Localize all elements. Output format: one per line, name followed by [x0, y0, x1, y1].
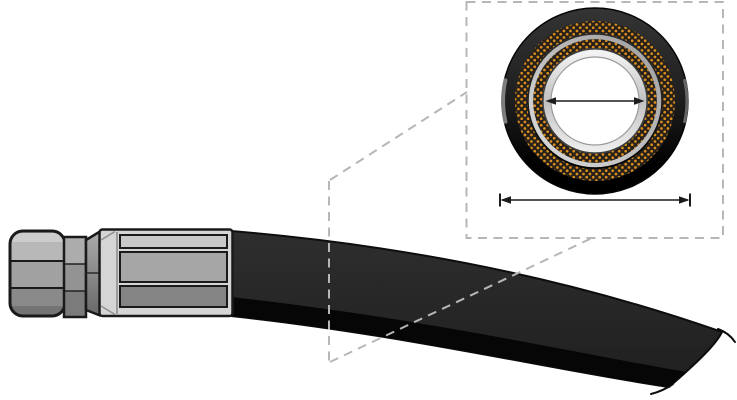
nut-facet-shadow: [10, 306, 65, 316]
hose: [230, 230, 736, 395]
ferrule-panel-top: [119, 234, 228, 249]
nut-facet-highlight: [10, 233, 65, 242]
ferrule-panel-middle: [119, 251, 228, 283]
nut-facet-middle: [10, 261, 65, 288]
collar-segment-middle: [64, 264, 86, 291]
hose-end-flare-bottom: [650, 383, 674, 395]
collar: [62, 235, 88, 319]
hose-body: [230, 230, 723, 388]
braid-ring-2: [533, 39, 657, 163]
callout-leader-top: [329, 91, 468, 181]
callout-leader-bottom: [329, 237, 593, 363]
collar-segment-bottom: [64, 291, 86, 317]
collar-segment-top: [64, 237, 86, 264]
hose-underside: [231, 297, 686, 387]
cover-highlight-right: [683, 78, 689, 124]
inner-diameter-arrow: [545, 97, 645, 105]
inner-tube-edge-outer: [541, 47, 648, 155]
cover-highlight-left: [501, 78, 508, 124]
hose-end-flare-top: [717, 328, 736, 343]
outer-diameter-arrow: [499, 193, 691, 207]
callout: [328, 1, 724, 363]
separator-ring: [528, 34, 662, 168]
ferrule-panel-bottom: [119, 285, 228, 308]
hex-nut: [8, 229, 67, 318]
ferrule: [98, 228, 234, 318]
braid-ring-1: [515, 21, 675, 181]
cone-transition: [84, 230, 102, 317]
hose-fitting: [8, 228, 234, 319]
callout-box: [465, 1, 724, 239]
cross-section: [499, 7, 691, 207]
